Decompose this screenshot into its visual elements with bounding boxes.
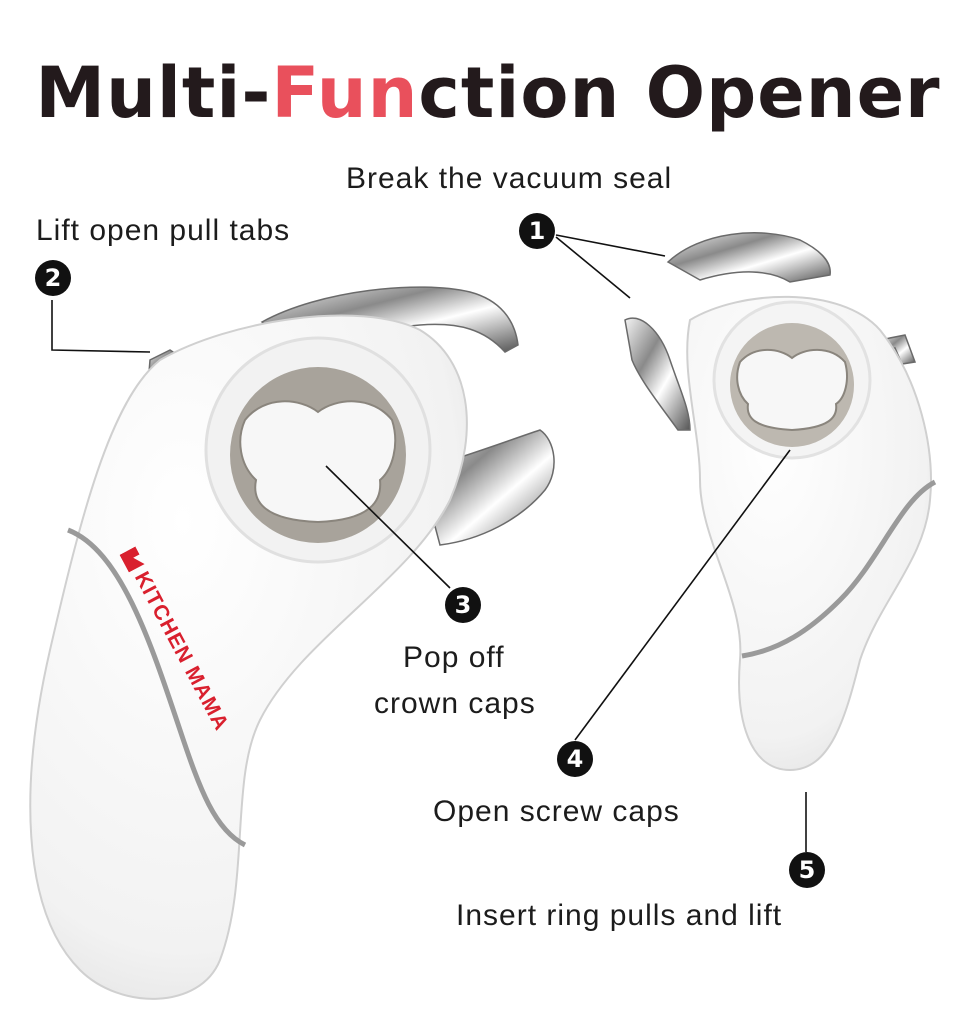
leader-line-3 — [325, 465, 451, 589]
leader-line-1a — [555, 234, 666, 257]
right-opener — [624, 232, 937, 772]
feature-5-label: Insert ring pulls and lift — [456, 899, 783, 932]
feature-3-label-line1: Pop off — [403, 641, 505, 674]
feature-1-label: Break the vacuum seal — [346, 162, 673, 195]
leader-line-2 — [51, 300, 151, 353]
feature-3-badge: 3 — [445, 587, 481, 623]
left-chrome-jaw-bottom — [419, 429, 555, 546]
left-chrome-band — [67, 527, 247, 848]
feature-2-label: Lift open pull tabs — [36, 214, 291, 247]
title-part-1: Multi- — [35, 52, 272, 134]
left-opener — [29, 286, 555, 1000]
left-bottle-opener-hole — [239, 400, 397, 524]
right-chrome-jaw-top — [666, 232, 831, 283]
feature-5-badge: 5 — [789, 852, 825, 888]
feature-1-badge: 1 — [519, 213, 555, 249]
feature-4-label: Open screw caps — [433, 795, 680, 828]
page-title: Multi-Function Opener — [0, 52, 976, 134]
right-chrome-jaw-left — [624, 317, 691, 431]
right-bottle-opener-hole — [736, 348, 848, 432]
title-part-2: ction Opener — [418, 52, 941, 134]
title-accent: Fun — [271, 52, 419, 134]
feature-2-badge: 2 — [35, 260, 71, 296]
leader-line-4 — [574, 449, 791, 741]
leader-lines — [51, 234, 807, 852]
feature-4-badge: 4 — [557, 741, 593, 777]
right-chrome-band — [741, 479, 937, 659]
leader-line-1b — [555, 236, 631, 299]
feature-3-label-line2: crown caps — [374, 687, 536, 720]
